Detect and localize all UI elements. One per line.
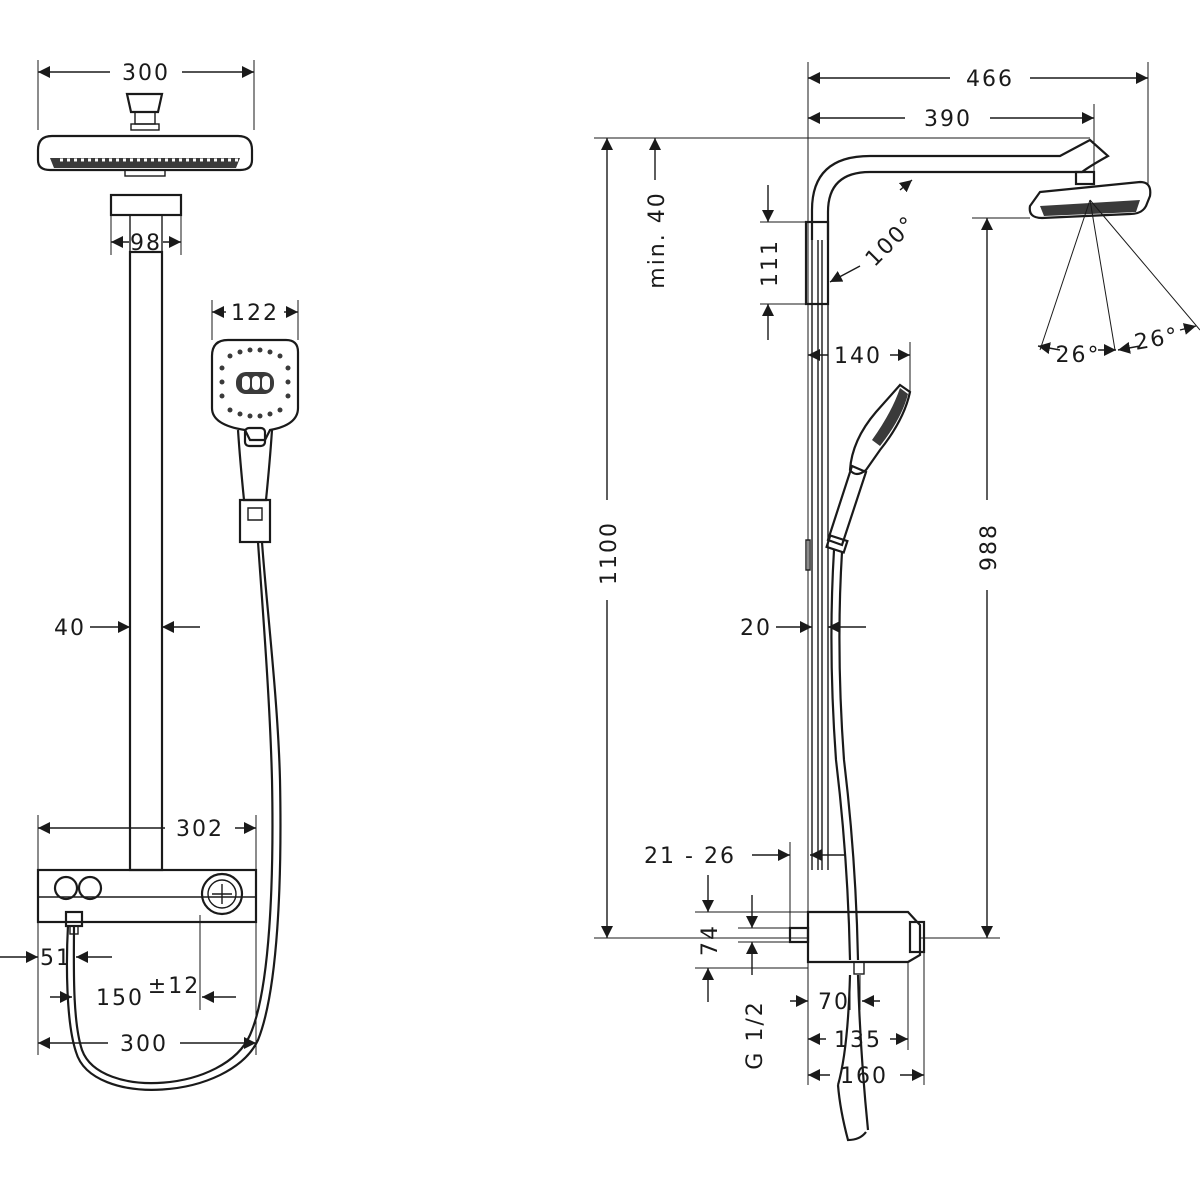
dim-inlet-spacing: 70 [818, 990, 850, 1015]
overhead-shower-side [1028, 170, 1152, 220]
dim-head-height: 988 [977, 523, 1002, 571]
dim-min-ceiling: min. 40 [645, 191, 670, 288]
dim-thermostat-total-depth: 160 [840, 1064, 888, 1089]
hose-front [72, 541, 274, 1085]
dim-hand-shower-width: 122 [231, 301, 279, 326]
dim-arm-projection: 390 [924, 107, 972, 132]
front-dimensions: 300 98 122 40 302 51 150 ±12 300 [0, 60, 299, 1057]
dim-spray-angle-right: 26° [1133, 323, 1182, 355]
dim-hand-shower-projection: 140 [834, 344, 882, 369]
thermostat-front [36, 868, 258, 935]
dim-thermostat-width: 302 [176, 817, 224, 842]
shower-arm-side [810, 138, 1110, 240]
dim-overall-projection: 466 [966, 67, 1014, 92]
dim-total-height: 1100 [597, 521, 622, 585]
dim-rail-width: 20 [740, 616, 772, 641]
dim-thermostat-depth: 135 [834, 1028, 882, 1053]
dim-head-width: 300 [122, 61, 170, 86]
side-view [788, 62, 1200, 1142]
spray-angle-lines [1039, 199, 1200, 351]
hose-side [830, 549, 852, 961]
dim-bracket-height: 111 [758, 239, 783, 287]
side-dimensions: 466 390 1100 min. 40 111 100° 988 [594, 62, 1197, 1089]
overhead-shower-front [36, 92, 254, 217]
dim-wall-spacing-tolerance: ±12 [148, 974, 200, 999]
dim-outlet-offset: 51 [40, 946, 72, 971]
dim-arm-angle: 100° [861, 211, 922, 272]
dim-wall-distance: 21 - 26 [644, 844, 736, 869]
hand-shower-front [210, 338, 300, 544]
dim-inlet-height: 74 [698, 924, 723, 956]
dim-base-width: 300 [120, 1032, 168, 1057]
front-view [36, 92, 300, 1091]
dim-wall-spacing: 150 [96, 986, 144, 1011]
shower-pipe [128, 250, 164, 872]
hand-shower-side [825, 383, 912, 554]
dim-pipe-diameter: 40 [54, 616, 86, 641]
dim-arm-width: 98 [130, 231, 162, 256]
dim-thread: G 1/2 [743, 1000, 768, 1069]
dim-spray-angle-left: 26° [1056, 343, 1101, 368]
